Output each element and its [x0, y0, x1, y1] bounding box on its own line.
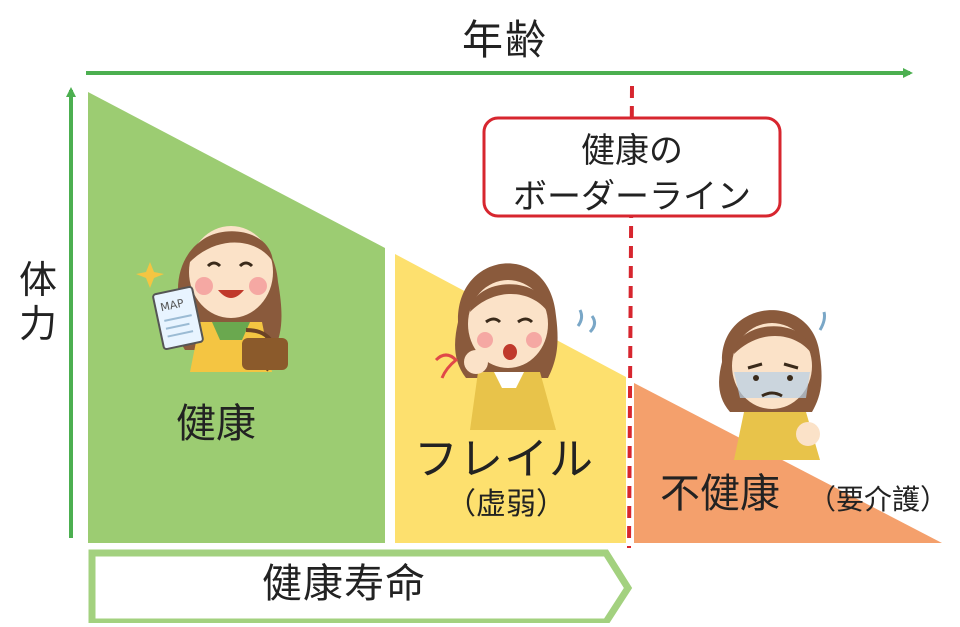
- happy-woman-with-map-icon: MAP: [136, 226, 288, 372]
- healthy-lifespan-label: 健康寿命: [262, 561, 426, 607]
- border-line-label: 健康の ボーダーライン: [484, 128, 780, 220]
- map-text: MAP: [159, 297, 185, 315]
- unhealthy-zone-label: 不健康: [660, 471, 780, 517]
- frail-zone-sublabel: （虚弱）: [446, 487, 566, 522]
- age-axis-label: 年齢: [462, 16, 548, 64]
- border-label-box: [482, 116, 782, 218]
- healthy-lifespan-arrow: [88, 549, 633, 626]
- unhealthy-zone-sublabel: （要介護）: [808, 483, 949, 516]
- healthy-zone-label: 健康: [176, 401, 256, 447]
- sick-woman-icon: [719, 310, 826, 460]
- border-line-label-line2: ボーダーライン: [513, 177, 751, 217]
- unhealthy-zone: [634, 383, 942, 543]
- tired-woman-icon: [434, 263, 597, 430]
- border-line-label-line1: 健康の: [581, 131, 683, 171]
- stamina-axis-label: 体力: [18, 258, 57, 346]
- frail-zone-label: フレイル: [414, 434, 594, 485]
- health-border-line: [627, 85, 634, 549]
